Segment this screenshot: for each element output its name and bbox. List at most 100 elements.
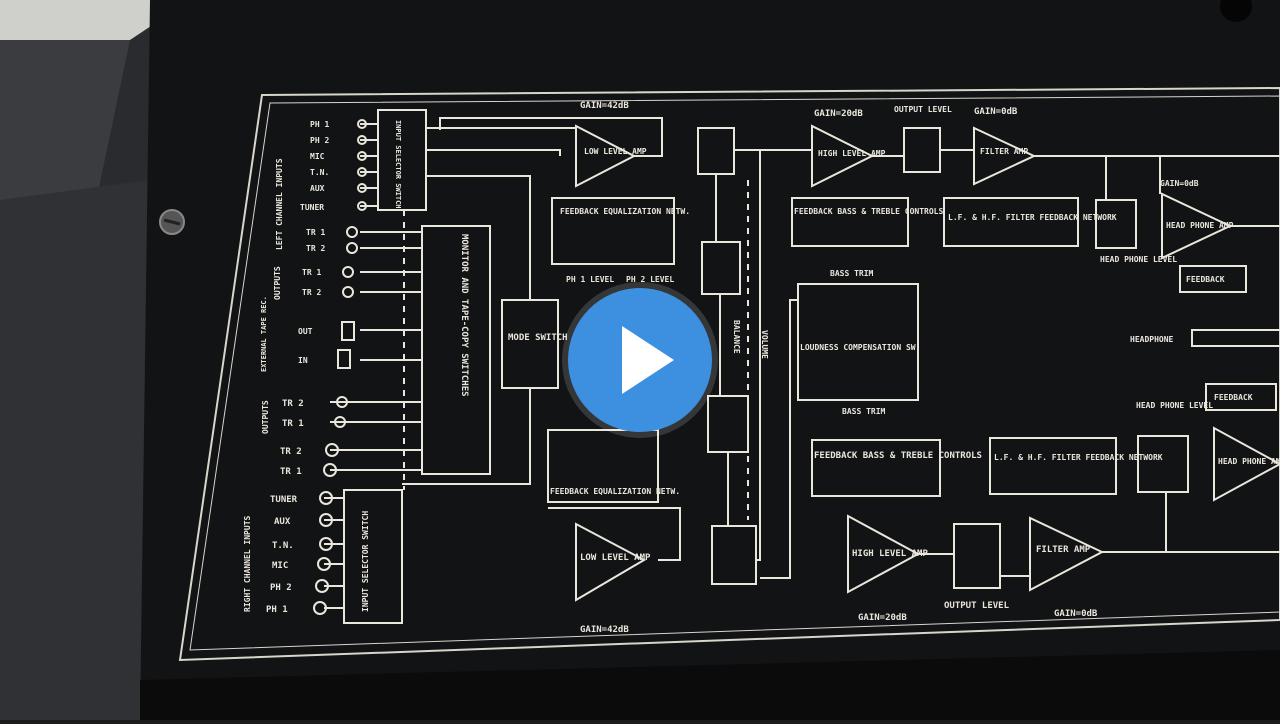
wire-c [715,149,761,561]
label-ph1-level: PH 1 LEVEL [566,275,614,284]
lf-hf-filter-right-box [989,437,1117,495]
loudness-box [797,283,919,401]
label-lf-hf-left: L.F. & H.F. FILTER FEEDBACK NETWORK [948,213,1117,222]
output-level-pot-right [953,523,1001,589]
feedback-eq-left-box [551,197,675,265]
output-wires-right [330,401,422,471]
gain-label-high-right: GAIN=20dB [858,613,907,623]
label-monitor-switches: MONITOR AND TAPE-COPY SWITCHES [459,234,469,397]
play-button[interactable] [568,288,712,432]
label-bass-treble-right: FEEDBACK BASS & TREBLE CONTROLS [814,451,982,461]
label-headphone: HEADPHONE [1130,335,1174,344]
label-low-amp-left: LOW LEVEL AMP [584,147,647,156]
label-outputs-a: OUTPUTS [273,266,282,300]
label-in: IN [298,356,308,365]
wire-b [402,175,681,561]
label-feedback-right: FEEDBACK [1214,393,1253,402]
label-right-channel: RIGHT CHANNEL INPUTS [243,515,252,612]
label-hp-amp-left: HEAD PHONE AMP [1166,221,1234,230]
input-wires-left [360,123,378,207]
jack-group [313,119,367,615]
high-level-amp-right [847,514,921,594]
label-mic-left: MIC [310,152,325,161]
lf-hf-filter-left-box [943,197,1079,247]
label-ph2-right: PH 2 [270,583,292,593]
label-aux-right: AUX [274,517,291,527]
filter-amp-right [1029,516,1105,592]
label-tn-left: T.N. [310,168,329,177]
screw-slot [163,218,181,226]
label-mode-switch: MODE SWITCH [508,333,568,343]
label-tuner-right: TUNER [270,495,298,505]
wire-d [760,149,1280,577]
high-level-amp-left [811,124,875,188]
pot-box-4 [711,525,757,585]
label-outputs-b: OUTPUTS [261,400,270,434]
gain-label-low-left: GAIN=42dB [580,101,629,111]
feedback-box-left [1179,265,1247,293]
label-hp-amp-right: HEAD PHONE AMP [1218,457,1280,466]
wire-a [426,117,663,157]
label-out: OUT [298,327,313,336]
headphone-amp-right [1213,426,1280,502]
label-tr1-c: TR 1 [282,419,304,429]
label-tr2-c: TR 2 [282,399,304,409]
label-ph1-left: PH 1 [310,120,329,129]
dashed-ganging [403,180,749,520]
label-tr1-d: TR 1 [280,467,302,477]
monitor-switch-box [421,225,491,475]
label-feedback-eq-left: FEEDBACK EQUALIZATION NETW. [560,207,690,216]
headphone-level-pot-right [1137,435,1189,493]
gain-label-filter-left: GAIN=0dB [974,107,1018,117]
wire-e [760,156,1280,579]
label-hp-level-right: HEAD PHONE LEVEL [1136,401,1213,410]
low-level-amp-left [575,124,637,188]
label-tuner-left: TUNER [300,203,324,212]
label-lf-hf-right: L.F. & H.F. FILTER FEEDBACK NETWORK [994,453,1163,462]
label-mic-right: MIC [272,561,288,571]
panel-hole [1220,0,1252,22]
label-tr1-b: TR 1 [302,268,321,277]
label-balance: BALANCE [732,320,741,354]
output-level-label-left: OUTPUT LEVEL [894,105,952,114]
label-tr1-a: TR 1 [306,228,325,237]
right-input-selector-box [343,489,403,624]
output-level-label-right: OUTPUT LEVEL [944,601,1010,611]
label-high-amp-left: HIGH LEVEL AMP [818,149,886,158]
label-external-tape: EXTERNAL TAPE REC. [260,296,268,372]
label-bass-trim-bottom: BASS TRIM [842,407,886,416]
feedback-box-right [1205,383,1277,411]
gain-label-headphone: GAIN=0dB [1160,179,1199,188]
label-hp-level-left: HEAD PHONE LEVEL [1100,255,1177,264]
label-bass-treble-left: FEEDBACK BASS & TREBLE CONTROLS [794,207,943,216]
play-icon [622,326,674,394]
panel-inner-border [189,95,1280,651]
panel-border [178,86,1280,662]
bass-treble-left-box [791,197,909,247]
feedback-eq-right-box [547,429,659,503]
label-high-amp-right: HIGH LEVEL AMP [852,549,928,559]
gain-label-low-right: GAIN=42dB [580,625,629,635]
label-tn-right: T.N. [272,541,294,551]
left-input-selector-box [377,109,427,211]
chassis-side [0,180,150,720]
headphone-level-pot-left [1095,199,1137,249]
label-left-channel: LEFT CHANNEL INPUTS [275,158,284,250]
headphone-amp-left [1161,192,1233,260]
label-input-selector-left: INPUT SELECTOR SWITCH [394,120,402,209]
tape-wires [360,231,422,361]
label-volume: VOLUME [760,330,769,359]
label-tr2-a: TR 2 [306,244,325,253]
label-filter-amp-left: FILTER AMP [980,147,1028,156]
label-filter-amp-right: FILTER AMP [1036,545,1091,555]
label-feedback-left: FEEDBACK [1186,275,1225,284]
table-top-light [0,0,190,40]
input-wires-right [324,497,344,609]
bass-treble-right-box [811,439,941,497]
label-aux-left: AUX [310,184,325,193]
label-low-amp-right: LOW LEVEL AMP [580,553,651,563]
label-tr2-d: TR 2 [280,447,302,457]
label-ph2-level: PH 2 LEVEL [626,275,674,284]
